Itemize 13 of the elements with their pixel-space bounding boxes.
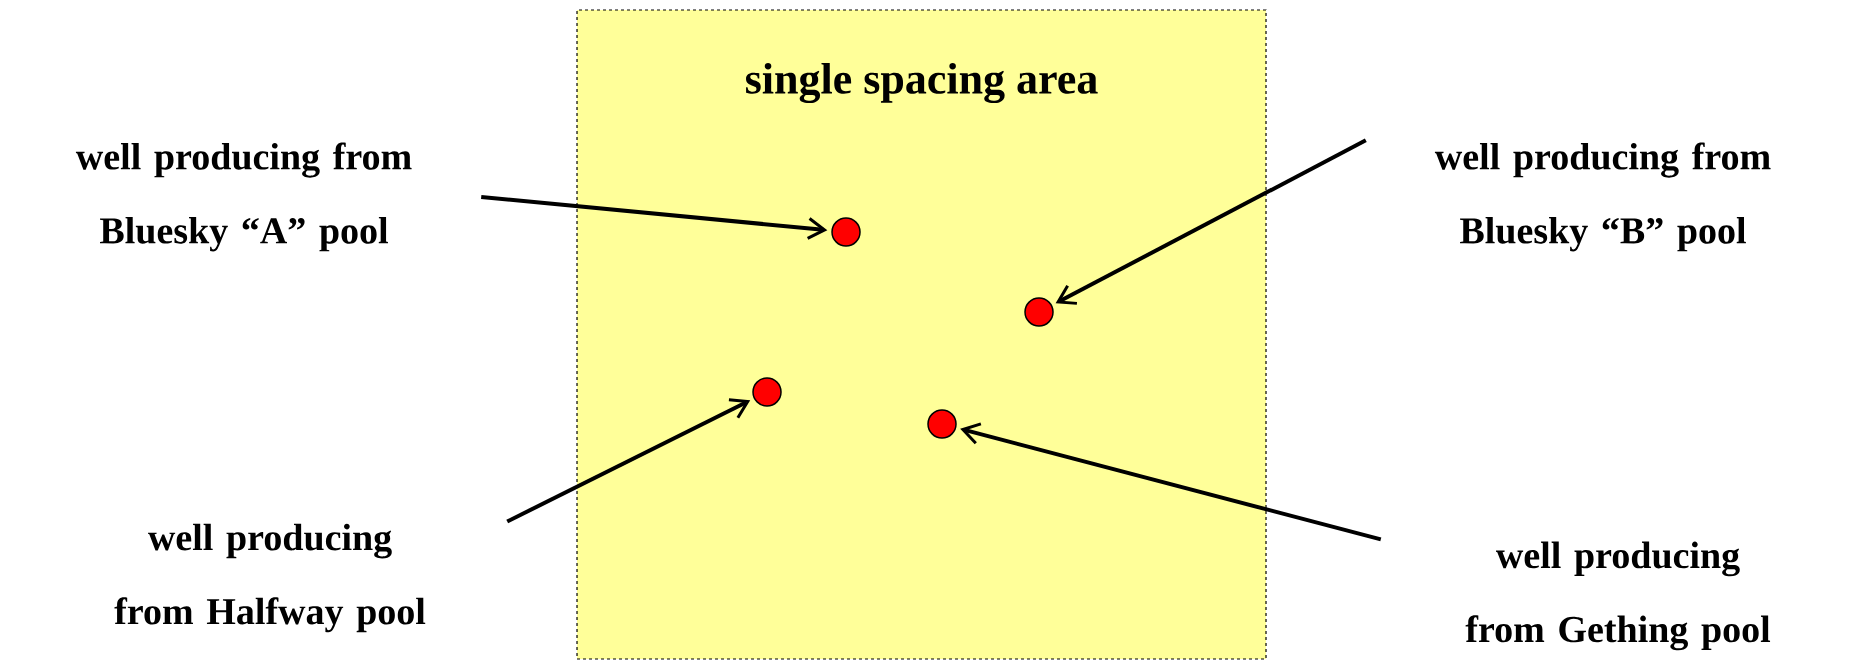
arrow bbox=[506, 398, 751, 524]
well-dot bbox=[831, 217, 861, 247]
well-label: well producing from Halfway pool bbox=[114, 523, 426, 633]
well-dot bbox=[1024, 297, 1054, 327]
arrow bbox=[481, 195, 828, 240]
well-label: well producing from Bluesky “B” pool bbox=[1434, 142, 1771, 252]
well-dot bbox=[927, 409, 957, 439]
well-dot bbox=[752, 377, 782, 407]
arrow bbox=[960, 422, 1382, 542]
arrow bbox=[1055, 138, 1367, 305]
well-label: well producing from Gething pool bbox=[1465, 541, 1771, 651]
area-box: single spacing area bbox=[576, 9, 1267, 660]
well-label: well producing from Bluesky “A” pool bbox=[75, 142, 412, 252]
